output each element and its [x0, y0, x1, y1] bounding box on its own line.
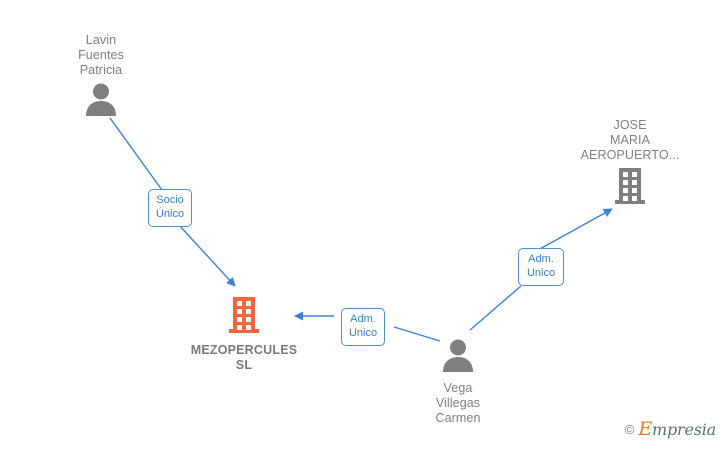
edge-line-label-to-mezopercules	[177, 223, 236, 287]
person-icon	[80, 82, 122, 121]
edge-line-vega-to-label-left	[393, 326, 441, 342]
person-icon	[437, 338, 479, 377]
node-company-mezopercules-sl[interactable]: MEZOPERCULES SL	[184, 296, 304, 373]
node-label: MEZOPERCULES SL	[190, 343, 298, 372]
edge-label-adm-unico-jose-maria[interactable]: Adm. Unico	[518, 248, 564, 286]
edge-label-adm-unico-mezopercules[interactable]: Adm. Unico	[341, 308, 385, 346]
node-person-lavin-fuentes-patricia[interactable]: Lavin Fuentes Patricia	[41, 33, 161, 121]
brand-rest: mpresia	[652, 420, 716, 439]
node-label: JOSE MARIA AEROPUERTO...	[580, 118, 680, 162]
node-label: Lavin Fuentes Patricia	[78, 33, 124, 77]
building-icon	[614, 167, 646, 210]
building-icon	[228, 296, 260, 339]
brand-wordmark: Empresia	[638, 418, 716, 440]
edge-line-vega-to-label-right	[469, 285, 522, 331]
copyright-icon: ©	[624, 421, 635, 437]
empresia-watermark: © Empresia	[625, 418, 716, 440]
brand-initial: E	[638, 418, 652, 440]
node-company-jose-maria-aeropuerto[interactable]: JOSE MARIA AEROPUERTO...	[570, 118, 690, 210]
node-label: Vega Villegas Carmen	[435, 381, 481, 425]
edge-line-lavin-to-label	[109, 117, 163, 191]
node-person-vega-villegas-carmen[interactable]: Vega Villegas Carmen	[398, 338, 518, 426]
edge-label-socio-unico[interactable]: Socio Único	[148, 189, 192, 227]
